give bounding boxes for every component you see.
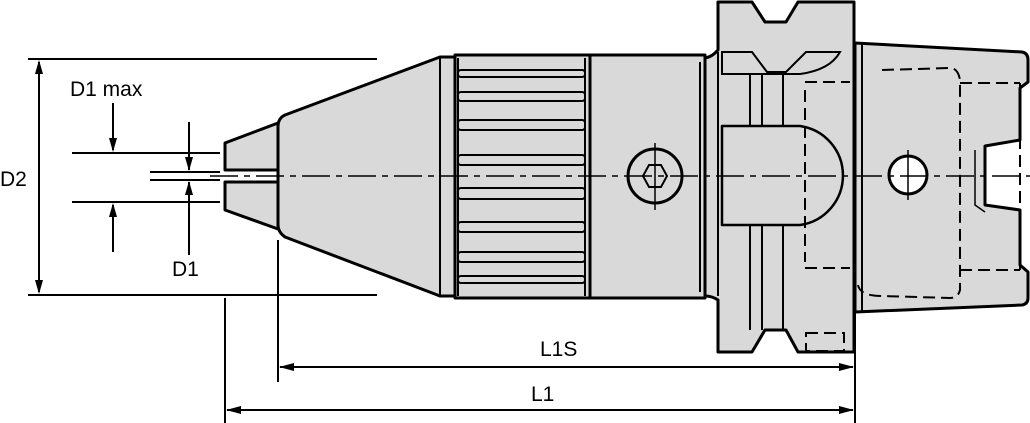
- flange-with-v-groove: [703, 0, 856, 354]
- collet-nose: [223, 121, 280, 231]
- arrow-down-icon: [35, 280, 43, 294]
- label-l1s: L1S: [540, 338, 577, 361]
- dimension-annotations: [28, 58, 856, 423]
- label-l1: L1: [531, 383, 554, 406]
- knurl-grooves: [457, 69, 586, 284]
- hsk-taper-shank: [853, 41, 1030, 314]
- label-d1-max: D1 max: [70, 78, 143, 101]
- label-d1: D1: [172, 258, 199, 281]
- arrow-up-icon: [35, 60, 43, 74]
- label-d2: D2: [0, 168, 27, 191]
